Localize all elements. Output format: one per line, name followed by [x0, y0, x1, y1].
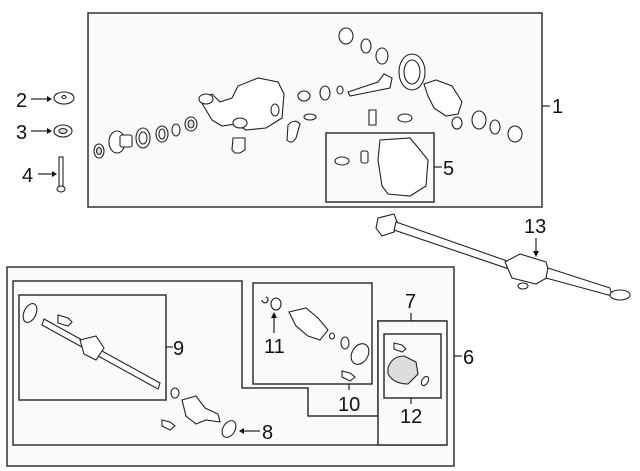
- grease-pack: [57, 314, 73, 327]
- prop-shaft-front-flange: [375, 213, 399, 237]
- case-race: [507, 125, 523, 143]
- cover-bolt: [334, 156, 350, 166]
- case-seal: [489, 119, 501, 135]
- prop-shaft-rear-yoke: [609, 289, 631, 301]
- inner-joint-parts: [261, 296, 370, 382]
- callout-12[interactable]: 12: [400, 406, 422, 428]
- inner-boot: [79, 335, 105, 361]
- arrow-head-icon: [47, 96, 52, 102]
- mount-bolt: [58, 156, 64, 188]
- center-bearing-bracket: [517, 282, 529, 290]
- o-ring-small: [328, 332, 336, 340]
- callout-8[interactable]: 8: [262, 422, 273, 444]
- outer-cv-joint: [181, 395, 221, 425]
- boot-band: [350, 343, 370, 365]
- differential-group-box: [87, 12, 543, 208]
- sensor: [368, 109, 377, 126]
- bearing-inner: [158, 128, 166, 140]
- spacer: [171, 123, 181, 137]
- mount-washer-hole: [61, 94, 67, 100]
- drive-pinion: [347, 73, 393, 97]
- side-seal-ring: [360, 38, 372, 54]
- pinion-bearing-inner: [187, 119, 195, 129]
- cover-gasket: [360, 150, 369, 164]
- boot-clamp: [22, 303, 38, 323]
- mount-bolt-head: [56, 185, 66, 193]
- c-clip: [261, 296, 269, 304]
- arrow-head-icon: [47, 128, 52, 134]
- callout-10[interactable]: 10: [338, 394, 360, 416]
- pinion-nut-hole: [95, 146, 103, 156]
- outer-grease-pack: [161, 419, 176, 431]
- snap-ring: [270, 297, 282, 311]
- pinion-shaft-pin: [451, 116, 463, 130]
- carrier-mount-boss: [198, 93, 214, 105]
- differential-cover: [377, 137, 429, 197]
- fill-plug: [397, 113, 413, 123]
- mount-bracket: [286, 120, 301, 143]
- companion-flange-hub: [119, 134, 133, 148]
- arrow-head-icon: [271, 312, 277, 318]
- boot-grease-pack: [393, 342, 407, 353]
- propeller-shaft: [375, 213, 631, 301]
- side-bearing-race: [338, 27, 354, 45]
- differential-case: [423, 79, 463, 117]
- inner-shaft-parts: [22, 303, 161, 390]
- ring-gear-center: [403, 59, 421, 85]
- callout-9[interactable]: 9: [173, 338, 184, 360]
- arrow-head-icon: [239, 428, 244, 434]
- carrier-housing: [199, 77, 285, 131]
- axle-shaft: [41, 318, 161, 390]
- callout-1[interactable]: 1: [552, 96, 563, 118]
- o-ring: [340, 336, 350, 350]
- callout-13[interactable]: 13: [524, 216, 546, 238]
- center-bearing: [504, 253, 551, 285]
- side-bolt: [303, 113, 317, 121]
- callout-4[interactable]: 4: [22, 165, 33, 187]
- arrow-head-icon: [52, 171, 57, 177]
- prop-shaft-rear-tube: [545, 267, 613, 297]
- inner-grease-pack: [341, 370, 356, 382]
- oil-seal-inner: [138, 131, 148, 145]
- drain-plug: [231, 137, 246, 154]
- boot-parts: [387, 342, 430, 387]
- breather: [297, 90, 311, 102]
- callout-3[interactable]: 3: [16, 122, 27, 144]
- arrow-head-icon: [533, 251, 539, 257]
- differential-parts: [93, 27, 523, 197]
- callout-5[interactable]: 5: [443, 158, 454, 180]
- pinion-bearing-front: [319, 85, 331, 101]
- callout-7[interactable]: 7: [405, 291, 416, 313]
- inner-cv-joint: [288, 307, 329, 341]
- callout-6[interactable]: 6: [463, 347, 474, 369]
- callout-2[interactable]: 2: [16, 90, 27, 112]
- carrier-mount-boss-2: [232, 117, 248, 129]
- boot-clamp-small: [420, 375, 430, 387]
- prop-shaft-front-tube: [393, 221, 513, 271]
- carrier-side-port: [270, 103, 280, 117]
- side-bearing: [375, 47, 389, 65]
- shim: [336, 85, 344, 95]
- mount-cushion-center: [58, 127, 68, 135]
- callout-11[interactable]: 11: [264, 336, 285, 358]
- case-bearing: [471, 110, 487, 130]
- cv-boot: [387, 355, 419, 385]
- dust-seal: [221, 420, 237, 438]
- outer-snap-ring: [170, 387, 180, 399]
